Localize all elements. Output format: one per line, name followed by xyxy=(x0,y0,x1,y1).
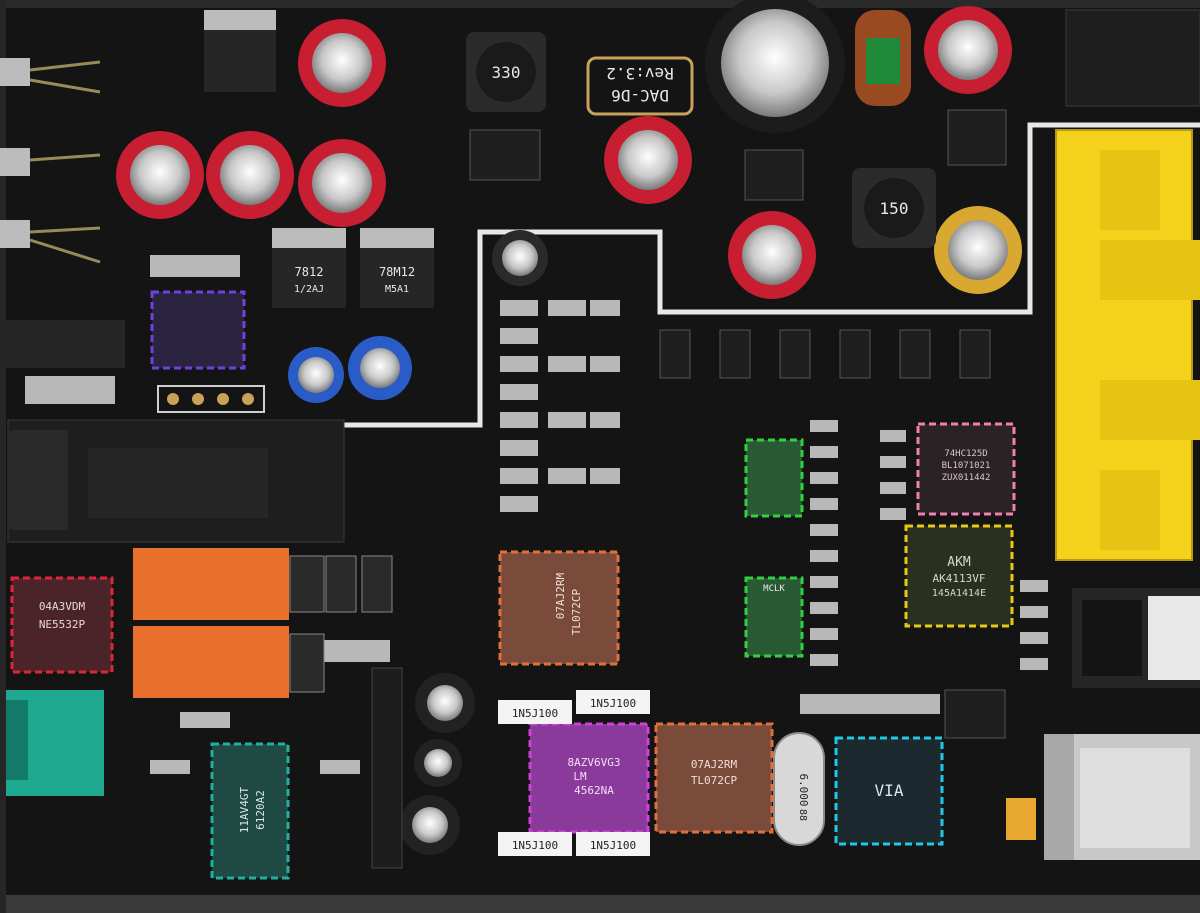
regulator-right-line2: M5A1 xyxy=(385,284,409,295)
svg-text:1N5J100: 1N5J100 xyxy=(590,697,636,710)
opamp-tl072-bottom: 07AJ2RM TL072CP xyxy=(654,722,774,834)
oscillator-green-1 xyxy=(744,438,804,518)
ak4113-brand: AKM xyxy=(947,555,971,570)
svg-text:1N5J100: 1N5J100 xyxy=(512,707,558,720)
dc-power-jack xyxy=(1065,9,1200,107)
opamp-ne5532: 04A3VDM NE5532P xyxy=(10,576,114,674)
ti-buffer-line2: 6120A2 xyxy=(254,790,267,830)
headphone-jack xyxy=(7,419,345,543)
relays xyxy=(133,548,289,698)
mclk-label: MCLK xyxy=(763,584,785,594)
tantalum-capacitor xyxy=(1006,798,1036,840)
crystal-oscillator: 6.000 88 xyxy=(773,732,825,846)
ak4113-receiver: AKM AK4113VF 145A1414E xyxy=(904,524,1014,628)
inductor-150: 150 xyxy=(852,168,936,248)
smd-passives xyxy=(25,255,1048,774)
resistor-label-3: 1N5J100 xyxy=(498,832,572,856)
regulator-left-line1: 7812 xyxy=(295,265,324,279)
svg-text:1N5J100: 1N5J100 xyxy=(590,839,636,852)
header-pins xyxy=(157,385,265,413)
lm4562-line1: 8AZV6VG3 xyxy=(568,756,621,769)
oscillator-green-2: MCLK xyxy=(744,576,804,658)
ti-buffer-chip: 11AV4GT 6120A2 xyxy=(210,742,290,880)
resistor-label-2: 1N5J100 xyxy=(576,690,650,714)
heatsink-bar xyxy=(371,667,403,869)
crystal-frequency: 6.000 xyxy=(797,773,810,806)
toroid-inductor xyxy=(855,10,911,106)
opamp-lm4562: 8AZV6VG3 LM 4562NA xyxy=(528,722,650,834)
lm4562-line3: 4562NA xyxy=(574,784,614,797)
smd-ic-cluster xyxy=(469,109,1007,739)
crystal-code: 88 xyxy=(797,809,808,821)
status-leds xyxy=(0,58,101,264)
ak4113-line2: 145A1414E xyxy=(932,588,986,599)
purple-chip xyxy=(150,290,246,370)
tl072-bottom-line1: 07AJ2RM xyxy=(691,758,738,771)
voltage-regulator-7812: 7812 1/2AJ xyxy=(204,10,346,308)
board-label-line1: DAC-D6 xyxy=(611,86,669,105)
ne5532-line1: 04A3VDM xyxy=(39,600,86,613)
voltage-regulator-78m12: 78M12 M5A1 xyxy=(360,228,434,308)
usb-controller-brand: VIA xyxy=(875,781,904,800)
tl072-top-line1: 07AJ2RM xyxy=(554,572,567,619)
tl072-bottom-line2: TL072CP xyxy=(691,774,738,787)
optical-input xyxy=(1072,588,1200,688)
svg-text:1N5J100: 1N5J100 xyxy=(512,839,558,852)
board-revision-label: DAC-D6 Rev:3.2 xyxy=(586,56,694,116)
black-connector xyxy=(0,320,125,368)
board-label-line2: Rev:3.2 xyxy=(606,64,673,83)
hc125-line3: ZUX011442 xyxy=(942,473,991,483)
lm4562-line2: LM xyxy=(573,770,587,783)
resistor-label-4: 1N5J100 xyxy=(576,832,650,856)
usb-controller-chip: VIA xyxy=(834,736,944,846)
inductor-large-label: 150 xyxy=(880,199,909,218)
electrolytic-capacitors xyxy=(116,0,1022,855)
resistor-label-1: 1N5J100 xyxy=(498,700,572,724)
74hc125-buffer: 74HC125D BL1071021 ZUX011442 xyxy=(916,422,1016,516)
tl072-top-line2: TL072CP xyxy=(570,588,583,635)
hc125-line1: 74HC125D xyxy=(944,449,987,459)
regulator-right-line1: 78M12 xyxy=(379,265,415,279)
ne5532-line2: NE5532P xyxy=(39,618,86,631)
inductor-small-label: 330 xyxy=(492,63,521,82)
usb-b-connector xyxy=(1044,734,1200,860)
ak4113-line1: AK4113VF xyxy=(933,572,986,585)
ground-separator-trace xyxy=(80,122,1200,428)
rca-output-jacks xyxy=(1055,129,1200,561)
opamp-tl072-top: 07AJ2RM TL072CP xyxy=(498,550,620,666)
regulator-left-line2: 1/2AJ xyxy=(294,284,324,295)
smd-diodes xyxy=(289,555,393,693)
hc125-line2: BL1071021 xyxy=(942,461,991,471)
ti-buffer-line1: 11AV4GT xyxy=(238,786,251,833)
inductor-330: 330 xyxy=(466,32,546,112)
